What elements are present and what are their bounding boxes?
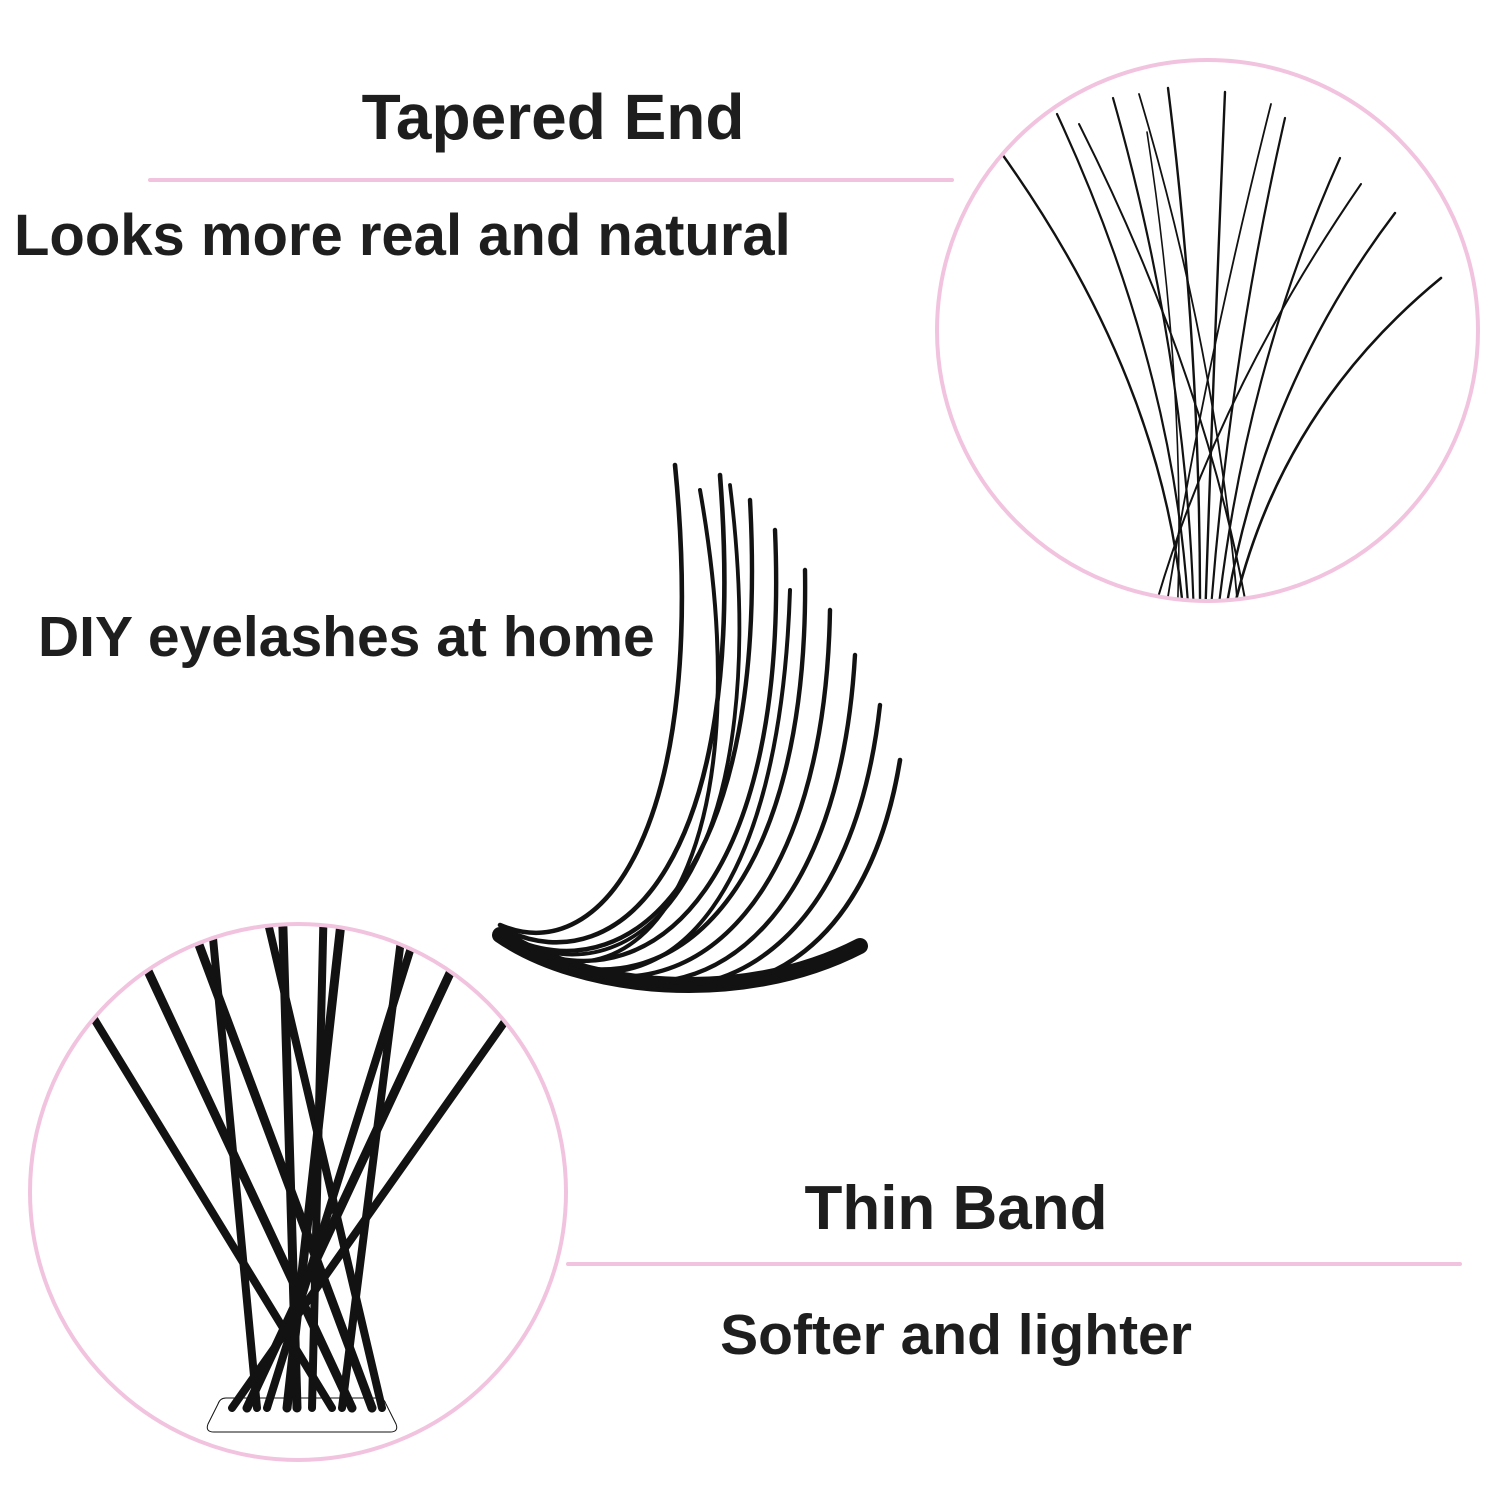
tapered-end-subtitle: Looks more real and natural: [14, 203, 791, 268]
tapered-tips-illustration: [995, 86, 1443, 599]
lash-cluster-illustration: [492, 462, 903, 994]
thin-band-illustration: [70, 926, 534, 1433]
tapered-lash-tips-zoom-circle: [935, 58, 1480, 603]
thin-band-zoom-circle: [28, 922, 568, 1462]
diy-label: DIY eyelashes at home: [38, 605, 655, 669]
tapered-end-title: Tapered End: [361, 81, 745, 153]
eyelash-cluster-photo: [420, 430, 940, 1030]
tapered-end-underline: [148, 178, 954, 182]
thin-band-title: Thin Band: [804, 1174, 1108, 1243]
thin-band-underline: [566, 1262, 1462, 1266]
thin-band-subtitle: Softer and lighter: [720, 1303, 1192, 1367]
